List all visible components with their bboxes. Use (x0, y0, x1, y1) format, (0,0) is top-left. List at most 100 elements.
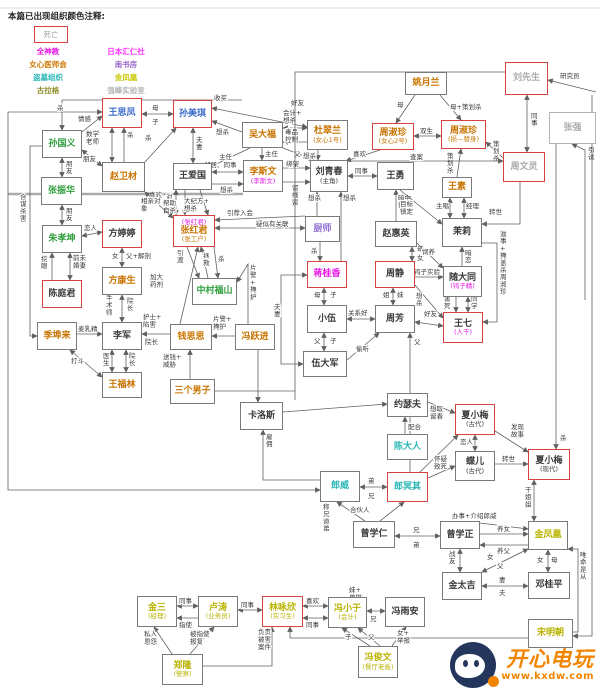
relation-label: 挖眼 (41, 254, 48, 270)
person-node: 郎冥其 (387, 472, 428, 502)
relation-line (280, 272, 308, 367)
relation-label: 数学老师 (86, 129, 100, 146)
person-name: 陈大人 (393, 441, 421, 452)
relation-label: 子 (330, 291, 337, 299)
relation-label: 麦乳精 (78, 324, 98, 333)
relation-label: 同事 (306, 620, 320, 629)
person-name: 曾学仁 (360, 529, 388, 540)
relation-label: 收买 (214, 93, 228, 102)
relation-label: 战友 (449, 549, 456, 565)
relation-label: 夫妻 (274, 302, 281, 318)
relation-line (211, 147, 251, 167)
person-name: 张强 (563, 122, 582, 133)
relation-label: 想杀 (416, 291, 423, 307)
relation-line (414, 319, 444, 329)
relation-line (153, 626, 173, 655)
relation-label: 女 (417, 253, 424, 262)
person-name: 林咏欣 (268, 602, 296, 613)
relation-label: 负责被害案件 (258, 627, 272, 651)
relation-line (439, 94, 462, 121)
relation-label: 杀 (311, 246, 318, 255)
person-node: 周芳 (375, 305, 415, 333)
person-name: 李斯文 (249, 167, 277, 178)
person-node: 约瑟夫 (387, 393, 428, 417)
watermark-url: www.kxdw.com (501, 670, 594, 682)
person-alias: (警察) (173, 670, 192, 679)
person-name: 宋明朝 (536, 628, 564, 639)
person-node: 卢涛(业务员) (198, 596, 238, 627)
person-alias: (李斯文) (250, 176, 276, 185)
person-name: 夏小梅 (535, 455, 563, 466)
relation-label: 会计+想杀 (283, 108, 301, 125)
relation-label: 杀 (145, 133, 152, 142)
person-name: 三个男子 (174, 386, 211, 397)
relation-label: 合伙人 (350, 505, 370, 514)
relation-label: 母 (417, 245, 424, 253)
person-node: 王素 (442, 177, 472, 198)
watermark-title: 开心电玩 (506, 647, 594, 672)
person-node: 张强 (549, 112, 596, 144)
person-node: 朱孝坤 (42, 225, 82, 253)
relation-line (395, 94, 416, 124)
relation-label: 鸨子实验 (414, 267, 441, 276)
relation-label: 同事 (355, 166, 369, 175)
relation-line (144, 191, 174, 219)
person-node: 方康生 (102, 267, 142, 295)
relation-label: 想杀 (220, 185, 234, 194)
person-alias: (女心2号) (378, 137, 408, 146)
person-node: 王七(人干) (443, 312, 483, 343)
person-node: 周静 (375, 261, 415, 288)
person-node: 刘青春(主角) (310, 160, 348, 192)
person-name: 随大同 (448, 272, 476, 283)
relation-label: 姐 (383, 290, 390, 299)
relation-line (211, 106, 308, 129)
person-alias: (现代) (539, 465, 559, 474)
relation-line (547, 78, 597, 93)
person-node: 王福林 (102, 372, 142, 398)
person-node: 周淑珍(损—替身) (441, 120, 486, 149)
relation-label: 杀 (218, 254, 225, 263)
person-node: 蝶儿(古代) (455, 451, 495, 481)
relation-line (494, 430, 529, 453)
relation-label: 想杀 (303, 151, 317, 160)
relation-label: 留线索 (292, 183, 299, 206)
relation-line (427, 465, 456, 479)
relation-label: 目标锁定 (400, 199, 414, 216)
person-name: 刘青春 (315, 167, 343, 178)
person-name: 金太吉 (448, 580, 476, 591)
person-node: 钱思思 (170, 324, 212, 350)
relation-label: 母 (152, 104, 159, 112)
relation-label: 子 (152, 118, 159, 126)
person-node: 王勇 (377, 162, 414, 190)
person-name: 王爱国 (178, 171, 206, 182)
relation-label: 害死 (444, 294, 451, 310)
legend-row: 全神教日本汇仁社 (8, 45, 164, 58)
relation-label: 父 (497, 562, 504, 570)
relation-label: 打斗 (71, 356, 85, 365)
relation-label: 想杀 (216, 127, 230, 136)
legend-org-label: 南书房 (114, 60, 138, 69)
legend-org-label: 女心医师会 (29, 60, 67, 69)
person-node: 中村福山 (192, 278, 237, 305)
relation-line (236, 262, 249, 324)
person-node: 夏小梅(现代) (528, 449, 570, 480)
person-node: 伍大军 (303, 351, 347, 377)
relation-label: 兄 (370, 615, 377, 623)
relation-line (81, 149, 103, 167)
person-node: 随大同(鸨子精) (443, 266, 482, 297)
relation-label: 喜欢 (353, 149, 367, 158)
relation-line (357, 627, 381, 647)
relation-label: 指使 (179, 620, 193, 629)
relation-line (572, 95, 593, 639)
person-name: 冯雨安 (391, 606, 419, 617)
relation-label: 引渡 (177, 248, 184, 264)
relation-label: 养女 (497, 524, 511, 533)
person-alias: (业务员) (205, 612, 231, 621)
person-name: 茉莉 (452, 227, 471, 238)
relation-label: 滋事+掩盖杀周淑珍 (500, 229, 507, 296)
relation-label: 同事 (241, 600, 255, 609)
relation-label: 被指使报复 (190, 629, 210, 646)
person-node: 冯跃进 (235, 324, 275, 350)
